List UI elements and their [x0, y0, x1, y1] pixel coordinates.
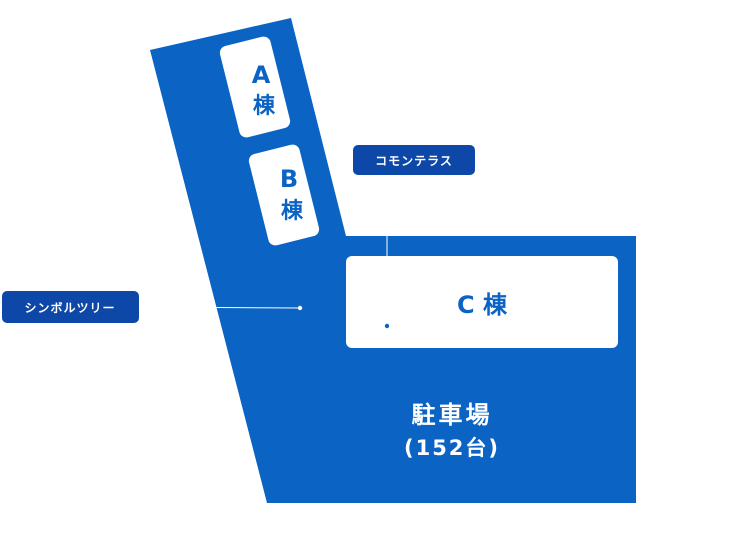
building-b[interactable]: B 棟 — [247, 143, 320, 247]
callout-common-terrace-dot — [384, 323, 390, 329]
callout-common-terrace: コモンテラス — [353, 145, 475, 329]
building-a[interactable]: A 棟 — [218, 35, 291, 139]
building-b-suffix: 棟 — [281, 198, 304, 224]
callout-symbol-tree: シンボルツリー — [2, 291, 303, 323]
callout-symbol-tree-tag[interactable] — [2, 291, 139, 323]
callout-common-terrace-tag[interactable] — [353, 145, 475, 175]
callout-symbol-tree-dot — [297, 305, 303, 311]
callout-symbol-tree-leader — [137, 306, 301, 309]
parking-name: 駐車場 — [412, 401, 493, 429]
building-a-letter: A — [252, 61, 271, 89]
building-c-label: C 棟 — [457, 291, 508, 319]
parking-capacity: (152台) — [404, 436, 500, 460]
callout-symbol-tree-label: シンボルツリー — [24, 300, 115, 315]
building-c[interactable]: C 棟 — [346, 256, 618, 348]
building-b-letter: B — [280, 165, 298, 193]
building-a-suffix: 棟 — [253, 93, 276, 119]
callout-common-terrace-label: コモンテラス — [375, 154, 453, 168]
parking-area: 駐車場 (152台) — [404, 401, 500, 460]
